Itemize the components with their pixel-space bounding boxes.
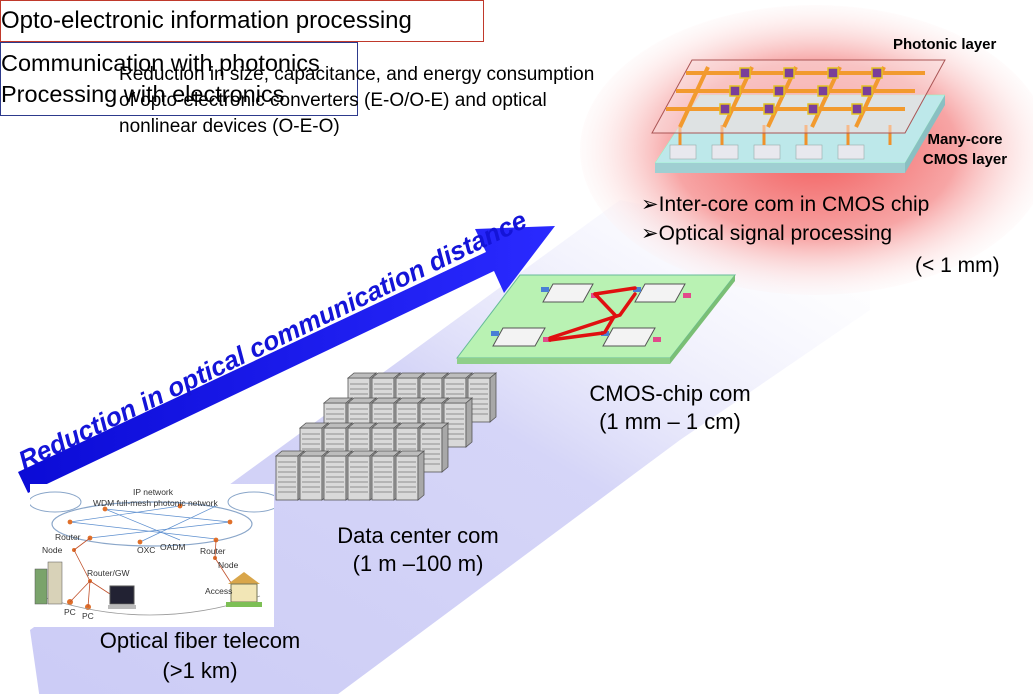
page-title: Opto-electronic information processing: [0, 0, 484, 42]
net-label-access: Access: [205, 586, 232, 596]
bullet-arrow-icon: ➢: [641, 222, 659, 245]
net-label-pc1: PC: [64, 607, 76, 617]
net-label-pc2: PC: [82, 611, 94, 621]
net-label-router2: Router: [200, 546, 226, 556]
telecom-title: Optical fiber telecom: [99, 628, 301, 653]
bullet-item: ➢Inter-core com in CMOS chip: [641, 190, 929, 219]
telecom-label: Optical fiber telecom (>1 km): [70, 626, 330, 686]
description-line: Reduction in size, capacitance, and ener…: [119, 64, 595, 85]
description: Reduction in size, capacitance, and ener…: [119, 62, 659, 140]
description-line: of opto-electronic converters (E-O/O-E) …: [119, 90, 547, 111]
cmos-layer-label: Many-core CMOS layer: [910, 130, 1020, 170]
arrow-shape: [18, 226, 555, 493]
bullet-text: Inter-core com in CMOS chip: [658, 193, 930, 216]
bullet-text: Optical signal processing: [658, 222, 893, 245]
chip-range: (< 1 mm): [915, 254, 1000, 277]
cmos-chip-com-label: CMOS-chip com (1 mm – 1 cm): [560, 380, 780, 436]
chip-modules: [492, 283, 686, 347]
photonic-layer-label: Photonic layer: [893, 36, 997, 53]
cmos-label-line: Many-core: [927, 131, 1003, 148]
net-label-node1: Node: [42, 545, 63, 555]
net-label-router-gw: Router/GW: [87, 568, 130, 578]
comm-box: Communication with photonics Processing …: [0, 42, 358, 116]
telecom-range: (>1 km): [162, 658, 238, 683]
bullet-arrow-icon: ➢: [641, 193, 659, 216]
data-center-range: (1 m –100 m): [352, 551, 484, 576]
cmos-chip-com-range: (1 mm – 1 cm): [599, 409, 741, 434]
comm-box-line: Processing with electronics: [1, 81, 285, 107]
telecom-network-image: IP network WDM full-mesh photonic networ…: [28, 484, 281, 627]
data-center-label: Data center com (1 m –100 m): [318, 522, 518, 578]
cmos-label-line: CMOS layer: [922, 151, 1008, 168]
net-label-oadm: OADM: [160, 542, 186, 552]
net-label-router1: Router: [55, 532, 81, 542]
description-line: nonlinear devices (O-E-O): [119, 116, 340, 137]
net-label-ip: IP network: [133, 487, 174, 497]
many-core-chip-illustration: [651, 59, 946, 173]
data-center-servers: [275, 372, 497, 501]
data-center-title: Data center com: [337, 523, 499, 548]
chip-bullets: ➢Inter-core com in CMOS chip ➢Optical si…: [641, 190, 929, 248]
cmos-chip-board: [455, 274, 737, 364]
net-label-wdm: WDM full-mesh photonic network: [93, 498, 218, 508]
net-label-node2: Node: [218, 560, 239, 570]
rack-row-front: [275, 450, 425, 501]
net-label-oxc: OXC: [137, 545, 155, 555]
cmos-chip-com-title: CMOS-chip com: [589, 381, 751, 406]
bullet-item: ➢Optical signal processing: [641, 219, 929, 248]
comm-box-line: Communication with photonics: [1, 50, 320, 76]
